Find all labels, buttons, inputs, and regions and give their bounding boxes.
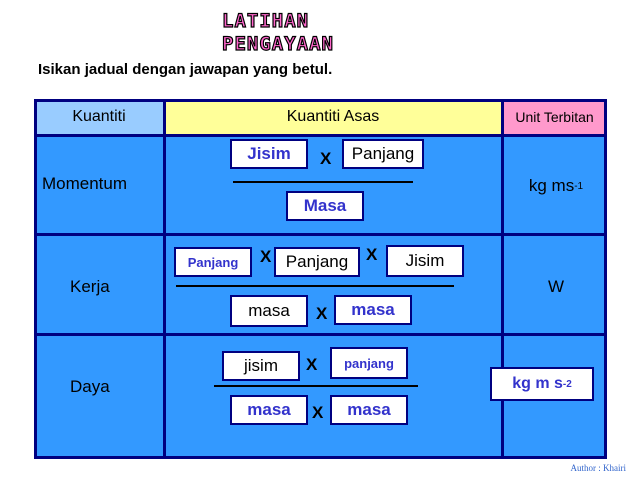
title-line-1: LATIHAN — [221, 10, 310, 32]
header-unit-terbitan: Unit Terbitan — [502, 99, 607, 135]
given-box: masa — [230, 295, 308, 327]
multiply-sign: X — [320, 149, 332, 168]
header-kuantiti: Kuantiti — [34, 99, 164, 135]
header-kuantiti-asas: Kuantiti Asas — [164, 99, 502, 135]
answer-box[interactable]: masa — [330, 395, 408, 425]
unit-exponent: -1 — [574, 180, 584, 192]
multiply-sign: X — [366, 245, 378, 264]
given-box: Panjang — [342, 139, 424, 169]
multiply-sign: X — [316, 304, 328, 323]
grid-line — [34, 456, 607, 459]
fraction-bar — [233, 181, 413, 183]
fraction-bar — [176, 285, 454, 287]
grid-line — [34, 134, 607, 137]
grid-line — [501, 99, 504, 459]
given-box: Jisim — [386, 245, 464, 277]
row-label-daya: Daya — [70, 377, 110, 396]
fraction-bar — [214, 385, 418, 387]
answer-box[interactable]: panjang — [330, 347, 408, 379]
unit-base: kg m s — [512, 375, 563, 392]
title-line-2: PENGAYAAN — [221, 33, 334, 55]
multiply-sign: X — [312, 403, 324, 422]
instruction-text: Isikan jadual dengan jawapan yang betul. — [38, 61, 333, 78]
grid-line — [34, 333, 607, 336]
answer-box[interactable]: Panjang — [174, 247, 252, 277]
given-box: jisim — [222, 351, 300, 381]
multiply-sign: X — [306, 355, 318, 374]
author-credit: Author : Khairi — [570, 463, 627, 473]
answer-box-unit-daya[interactable]: kg m s-2 — [490, 367, 594, 401]
table-body — [34, 135, 607, 459]
unit-exponent: -2 — [562, 378, 572, 390]
unit-kerja: W — [547, 277, 565, 296]
grid-line — [163, 99, 166, 459]
answer-box[interactable]: masa — [334, 295, 412, 325]
unit-momentum: kg ms-1 — [508, 176, 604, 196]
multiply-sign: X — [260, 247, 272, 266]
given-box: Panjang — [274, 247, 360, 277]
quantity-table: Kuantiti Kuantiti Asas Unit Terbitan Mom… — [34, 99, 607, 459]
grid-line — [34, 99, 607, 102]
unit-base: kg ms — [528, 176, 575, 195]
grid-line — [604, 99, 607, 459]
row-label-momentum: Momentum — [42, 174, 128, 193]
answer-box[interactable]: Jisim — [230, 139, 308, 169]
grid-line — [34, 233, 607, 236]
row-label-kerja: Kerja — [70, 277, 110, 296]
answer-box[interactable]: Masa — [286, 191, 364, 221]
answer-box[interactable]: masa — [230, 395, 308, 425]
grid-line — [34, 99, 37, 459]
